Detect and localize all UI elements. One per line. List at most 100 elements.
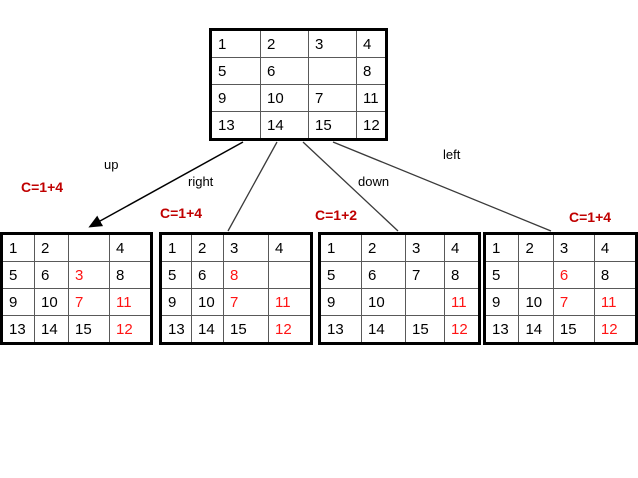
cell: 1 <box>319 233 362 262</box>
cell: 4 <box>109 233 152 262</box>
cell: 15 <box>308 111 357 140</box>
cell: 6 <box>552 261 595 289</box>
cell: 13 <box>210 111 261 140</box>
move-label-left: left <box>443 147 461 162</box>
cell: 12 <box>444 315 480 344</box>
cost-label-up: C=1+4 <box>21 179 64 195</box>
cell: 6 <box>361 261 406 289</box>
child-state-table-up: 1 2 4 5 6 3 8 9 10 7 11 13 14 15 12 <box>0 232 153 345</box>
cell: 8 <box>109 261 152 289</box>
table-row: 9 10 7 11 <box>483 288 638 316</box>
cell: 5 <box>319 261 362 289</box>
cell: 2 <box>518 233 554 262</box>
cell: 8 <box>223 261 269 289</box>
cell: 10 <box>260 84 309 112</box>
cell: 3 <box>552 233 595 262</box>
table-row: 9 10 7 11 <box>160 288 312 316</box>
cell: 9 <box>160 288 192 316</box>
cell: 15 <box>68 315 110 344</box>
table-row: 9 10 7 11 <box>1 288 152 316</box>
table-row: 13 14 15 12 <box>1 315 152 344</box>
cell: 11 <box>593 288 638 316</box>
move-label-right: right <box>188 174 214 189</box>
cell: 3 <box>223 233 269 262</box>
cell: 14 <box>260 111 309 140</box>
table-row: 5 6 8 <box>210 57 387 85</box>
cell: 3 <box>68 261 110 289</box>
cell: 9 <box>1 288 35 316</box>
cell: 12 <box>593 315 638 344</box>
cell: 1 <box>483 233 520 262</box>
cost-label-right: C=1+4 <box>160 205 203 221</box>
cell: 4 <box>444 233 480 262</box>
cell: 13 <box>160 315 192 344</box>
table-row: 13 14 15 12 <box>210 111 387 140</box>
blank-cell <box>68 233 110 262</box>
cell: 1 <box>1 233 35 262</box>
cell: 15 <box>405 315 445 344</box>
cell: 10 <box>361 288 406 316</box>
table-row: 9 10 11 <box>319 288 480 316</box>
cell: 5 <box>160 261 192 289</box>
edge-right-line <box>227 141 278 232</box>
cell: 13 <box>483 315 520 344</box>
cell: 8 <box>444 261 480 289</box>
table-row: 5 6 7 8 <box>319 261 480 289</box>
cell: 5 <box>210 57 261 85</box>
cell: 7 <box>308 84 357 112</box>
cell: 5 <box>1 261 35 289</box>
cell: 14 <box>361 315 406 344</box>
cell: 8 <box>356 57 387 85</box>
table-row: 5 6 8 <box>483 261 638 289</box>
cell: 13 <box>1 315 35 344</box>
cell: 13 <box>319 315 362 344</box>
cell: 4 <box>356 29 387 58</box>
cell: 11 <box>268 288 312 316</box>
cell: 12 <box>268 315 312 344</box>
cell: 5 <box>483 261 520 289</box>
child-state-table-down: 1 2 3 4 5 6 7 8 9 10 11 13 14 15 12 <box>318 232 481 345</box>
cell: 12 <box>356 111 387 140</box>
table-row: 1 2 3 4 <box>160 233 312 262</box>
cell: 10 <box>34 288 69 316</box>
cell: 10 <box>518 288 554 316</box>
child-state-table-right: 1 2 3 4 5 6 8 9 10 7 11 13 14 15 12 <box>159 232 313 345</box>
cell: 12 <box>109 315 152 344</box>
cell: 2 <box>34 233 69 262</box>
blank-cell <box>308 57 357 85</box>
table-row: 1 2 3 4 <box>483 233 638 262</box>
cell: 14 <box>34 315 69 344</box>
cell: 7 <box>223 288 269 316</box>
cell: 11 <box>109 288 152 316</box>
blank-cell <box>518 261 554 289</box>
root-state-table: 1 2 3 4 5 6 8 9 10 7 11 13 14 15 12 <box>209 28 388 141</box>
table-row: 5 6 3 8 <box>1 261 152 289</box>
table-row: 5 6 8 <box>160 261 312 289</box>
table-row: 13 14 15 12 <box>483 315 638 344</box>
table-row: 13 14 15 12 <box>160 315 312 344</box>
cell: 7 <box>68 288 110 316</box>
table-row: 9 10 7 11 <box>210 84 387 112</box>
cell: 3 <box>308 29 357 58</box>
move-label-down: down <box>358 174 390 189</box>
cell: 6 <box>191 261 224 289</box>
cell: 11 <box>444 288 480 316</box>
cell: 15 <box>552 315 595 344</box>
cell: 15 <box>223 315 269 344</box>
cell: 11 <box>356 84 387 112</box>
table-row: 13 14 15 12 <box>319 315 480 344</box>
cell: 14 <box>518 315 554 344</box>
cell: 2 <box>361 233 406 262</box>
cell: 3 <box>405 233 445 262</box>
cell: 4 <box>593 233 638 262</box>
blank-cell <box>268 261 312 289</box>
cell: 14 <box>191 315 224 344</box>
cell: 6 <box>34 261 69 289</box>
cell: 9 <box>210 84 261 112</box>
cell: 4 <box>268 233 312 262</box>
cell: 8 <box>593 261 638 289</box>
cell: 1 <box>210 29 261 58</box>
blank-cell <box>405 288 445 316</box>
cost-label-left: C=1+4 <box>569 209 612 225</box>
